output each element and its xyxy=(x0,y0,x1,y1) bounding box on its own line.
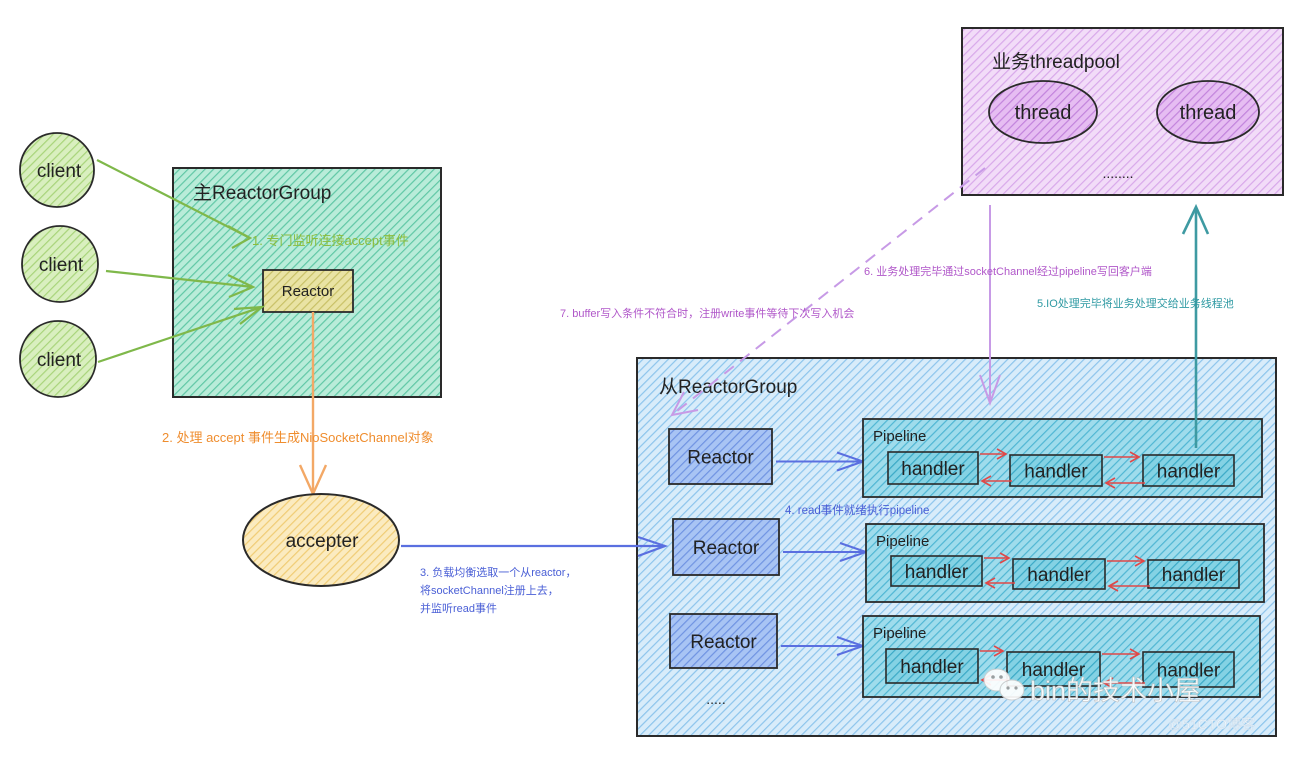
accepter-node xyxy=(242,493,400,587)
arrow-head-icon xyxy=(980,475,992,487)
slave-row: Reactor Pipeline handler handler handler xyxy=(672,518,1265,603)
step3-label-line3: 并监听read事件 xyxy=(420,601,497,615)
slave-reactor-label: Reactor xyxy=(690,632,757,653)
client-label: client xyxy=(37,350,82,371)
watermark: bin的技术小屋 @51CTO博客 xyxy=(983,668,1255,732)
handler-box xyxy=(1142,454,1235,487)
thread-label: thread xyxy=(1015,102,1072,124)
arrow-head-icon xyxy=(1104,477,1116,489)
threadpool-title: 业务threadpool xyxy=(992,51,1120,73)
handler-box xyxy=(887,451,979,485)
slave-reactor-box xyxy=(668,428,773,485)
step1-label: 1. 专门监听连接accept事件 xyxy=(252,233,409,248)
slave-row: Reactor Pipeline handler handler handler xyxy=(669,613,1261,698)
slave-ellipsis: ..... xyxy=(706,691,725,707)
step5-label: 5.IO处理完毕将业务处理交给业务线程池 xyxy=(1037,296,1234,310)
arrow-head-icon xyxy=(984,577,996,589)
main-reactor-group: 主ReactorGroup Reactor xyxy=(172,167,442,398)
handler-box xyxy=(890,555,983,587)
arrow-head-icon xyxy=(993,645,1005,657)
client-arrow-line xyxy=(96,159,251,239)
handler-label: handler xyxy=(1024,462,1088,483)
handler-box xyxy=(885,648,979,684)
main-reactor-group-title: 主ReactorGroup xyxy=(193,182,331,204)
handler-box xyxy=(1142,651,1235,688)
slave-reactor-label: Reactor xyxy=(693,538,760,559)
client-node xyxy=(19,320,97,398)
arrow-head-icon xyxy=(227,274,256,299)
accepter-to-reactor-arrow xyxy=(401,535,669,558)
arrow-head-icon xyxy=(233,305,266,325)
arrow-head-icon xyxy=(1129,648,1141,660)
arrow-head-icon xyxy=(1134,555,1146,567)
watermark-source: @51CTO博客 xyxy=(1168,716,1255,732)
pipeline-label: Pipeline xyxy=(873,428,926,445)
clients: client client client xyxy=(19,132,99,398)
slave-row: Reactor Pipeline handler handler handler xyxy=(668,418,1263,498)
pipeline-label: Pipeline xyxy=(876,533,929,550)
client-node xyxy=(19,132,95,208)
handler-box xyxy=(1147,559,1240,589)
handler-label: handler xyxy=(901,459,965,480)
handler-label: handler xyxy=(900,657,964,678)
threadpool-ellipsis: ........ xyxy=(1102,165,1133,181)
writeback-arrow xyxy=(979,205,1001,406)
client-node xyxy=(21,225,99,303)
handler-box xyxy=(1012,558,1106,590)
handler-label: handler xyxy=(1157,661,1221,682)
register-write-arrow xyxy=(670,167,986,417)
step3-label-line1: 3. 负载均衡选取一个从reactor， xyxy=(420,565,576,579)
client-label: client xyxy=(39,255,84,276)
client-arrow-line xyxy=(105,269,254,289)
io-to-threadpool-arrow xyxy=(1181,203,1210,448)
step3-label-line2: 将socketChannel注册上去， xyxy=(420,583,559,597)
wechat-icon xyxy=(983,668,1025,701)
handler-box xyxy=(1006,651,1101,687)
step4-label: 4. read事件就绪执行pipeline xyxy=(785,503,929,517)
arrow-head-icon xyxy=(1107,580,1119,592)
arrow-head-icon xyxy=(979,374,1001,406)
main-reactor-label: Reactor xyxy=(282,283,335,300)
accepter-label: accepter xyxy=(286,531,360,552)
arrow-head-icon xyxy=(670,391,699,417)
thread-node xyxy=(988,80,1098,144)
client-arrow-line xyxy=(97,305,263,364)
arrow-head-icon xyxy=(1129,451,1141,463)
handler-label: handler xyxy=(1022,660,1086,681)
thread-label: thread xyxy=(1180,102,1237,124)
slave-reactor-group-title: 从ReactorGroup xyxy=(659,377,797,398)
thread-node xyxy=(1156,80,1260,144)
handler-label: handler xyxy=(905,562,969,583)
watermark-brand: bin的技术小屋 xyxy=(1030,676,1201,706)
arrow-head-icon xyxy=(227,225,253,249)
handler-label: handler xyxy=(1157,462,1221,483)
client-to-reactor-arrows xyxy=(96,159,266,364)
slave-reactor-box xyxy=(669,613,778,669)
arrow-head-icon xyxy=(637,535,669,558)
step2-label: 2. 处理 accept 事件生成NioSocketChannel对象 xyxy=(162,430,434,445)
slave-reactor-label: Reactor xyxy=(687,448,754,469)
handler-box xyxy=(1009,454,1103,487)
arrow-head-icon xyxy=(1102,677,1114,689)
client-label: client xyxy=(37,161,82,182)
handler-label: handler xyxy=(1027,565,1091,586)
register-write-arrow-line xyxy=(671,167,986,416)
threadpool-group: 业务threadpool thread thread ........ xyxy=(961,27,1284,196)
arrow-head-icon xyxy=(1181,203,1210,235)
arrow-head-icon xyxy=(999,552,1011,564)
step7-label: 7. buffer写入条件不符合时，注册write事件等待下次写入机会 xyxy=(560,306,854,320)
pipeline-label: Pipeline xyxy=(873,625,926,642)
step6-label: 6. 业务处理完毕通过socketChannel经过pipeline写回客户端 xyxy=(864,264,1152,278)
main-reactor-box xyxy=(262,269,354,313)
handler-label: handler xyxy=(1162,565,1226,586)
slave-reactor-box xyxy=(672,518,780,576)
arrow-head-icon xyxy=(996,448,1008,460)
